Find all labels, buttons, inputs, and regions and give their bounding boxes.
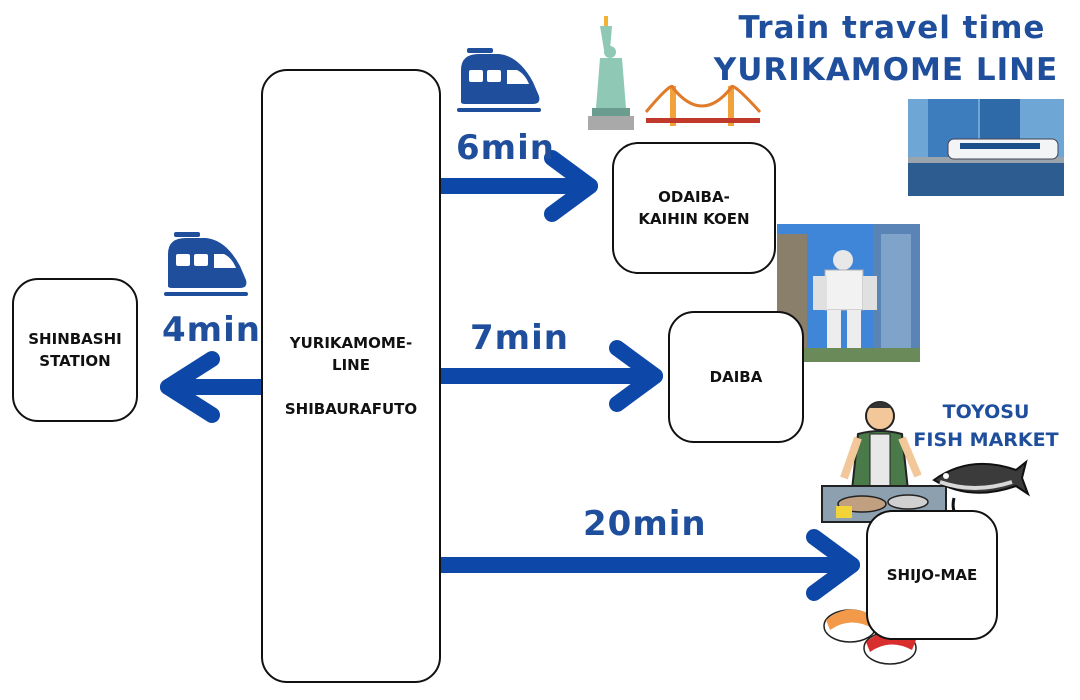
landmark-label-2: FISH MARKET bbox=[913, 429, 1059, 451]
hub-label-2: LINE bbox=[332, 356, 370, 374]
train-icon bbox=[164, 232, 248, 296]
station-label-daiba: DAIBA bbox=[709, 368, 763, 386]
station-box-shinbashi: SHINBASHI STATION bbox=[12, 278, 138, 422]
station-label-odaiba-1: ODAIBA- bbox=[658, 188, 730, 206]
station-label-shinbashi-2: STATION bbox=[39, 352, 111, 370]
arrow-to-odaiba bbox=[433, 150, 598, 222]
arrow-to-shijo-mae bbox=[433, 529, 860, 601]
rainbow-bridge-icon bbox=[644, 85, 762, 126]
arrow-to-shinbashi bbox=[160, 351, 269, 423]
statue-of-liberty-icon bbox=[588, 16, 634, 130]
time-to-shinbashi: 4min bbox=[162, 310, 261, 350]
time-to-odaiba: 6min bbox=[456, 128, 555, 168]
title-line-2: YURIKAMOME LINE bbox=[713, 52, 1059, 88]
title-line-1: Train travel time bbox=[738, 10, 1046, 46]
hub-label-1: YURIKAMOME- bbox=[289, 334, 413, 352]
monorail-photo bbox=[908, 99, 1064, 196]
arrow-to-daiba bbox=[433, 340, 663, 412]
station-label-odaiba-2: KAIHIN KOEN bbox=[638, 210, 750, 228]
station-label-shijo-mae: SHIJO-MAE bbox=[886, 566, 978, 584]
train-icon bbox=[457, 48, 541, 112]
station-label-shinbashi-1: SHINBASHI bbox=[28, 330, 122, 348]
landmark-label-1: TOYOSU bbox=[942, 401, 1030, 423]
station-box-odaiba: ODAIBA- KAIHIN KOEN bbox=[612, 142, 776, 274]
hub-label-3: SHIBAURAFUTO bbox=[284, 400, 418, 418]
hub-box-shibaurafuto: YURIKAMOME- LINE SHIBAURAFUTO bbox=[261, 69, 441, 683]
station-box-daiba: DAIBA bbox=[668, 311, 804, 443]
time-to-shijo-mae: 20min bbox=[583, 504, 707, 544]
time-to-daiba: 7min bbox=[470, 318, 569, 358]
station-box-shijo-mae: SHIJO-MAE bbox=[866, 510, 998, 640]
landmark-label: TOYOSU FISH MARKET bbox=[906, 398, 1066, 454]
